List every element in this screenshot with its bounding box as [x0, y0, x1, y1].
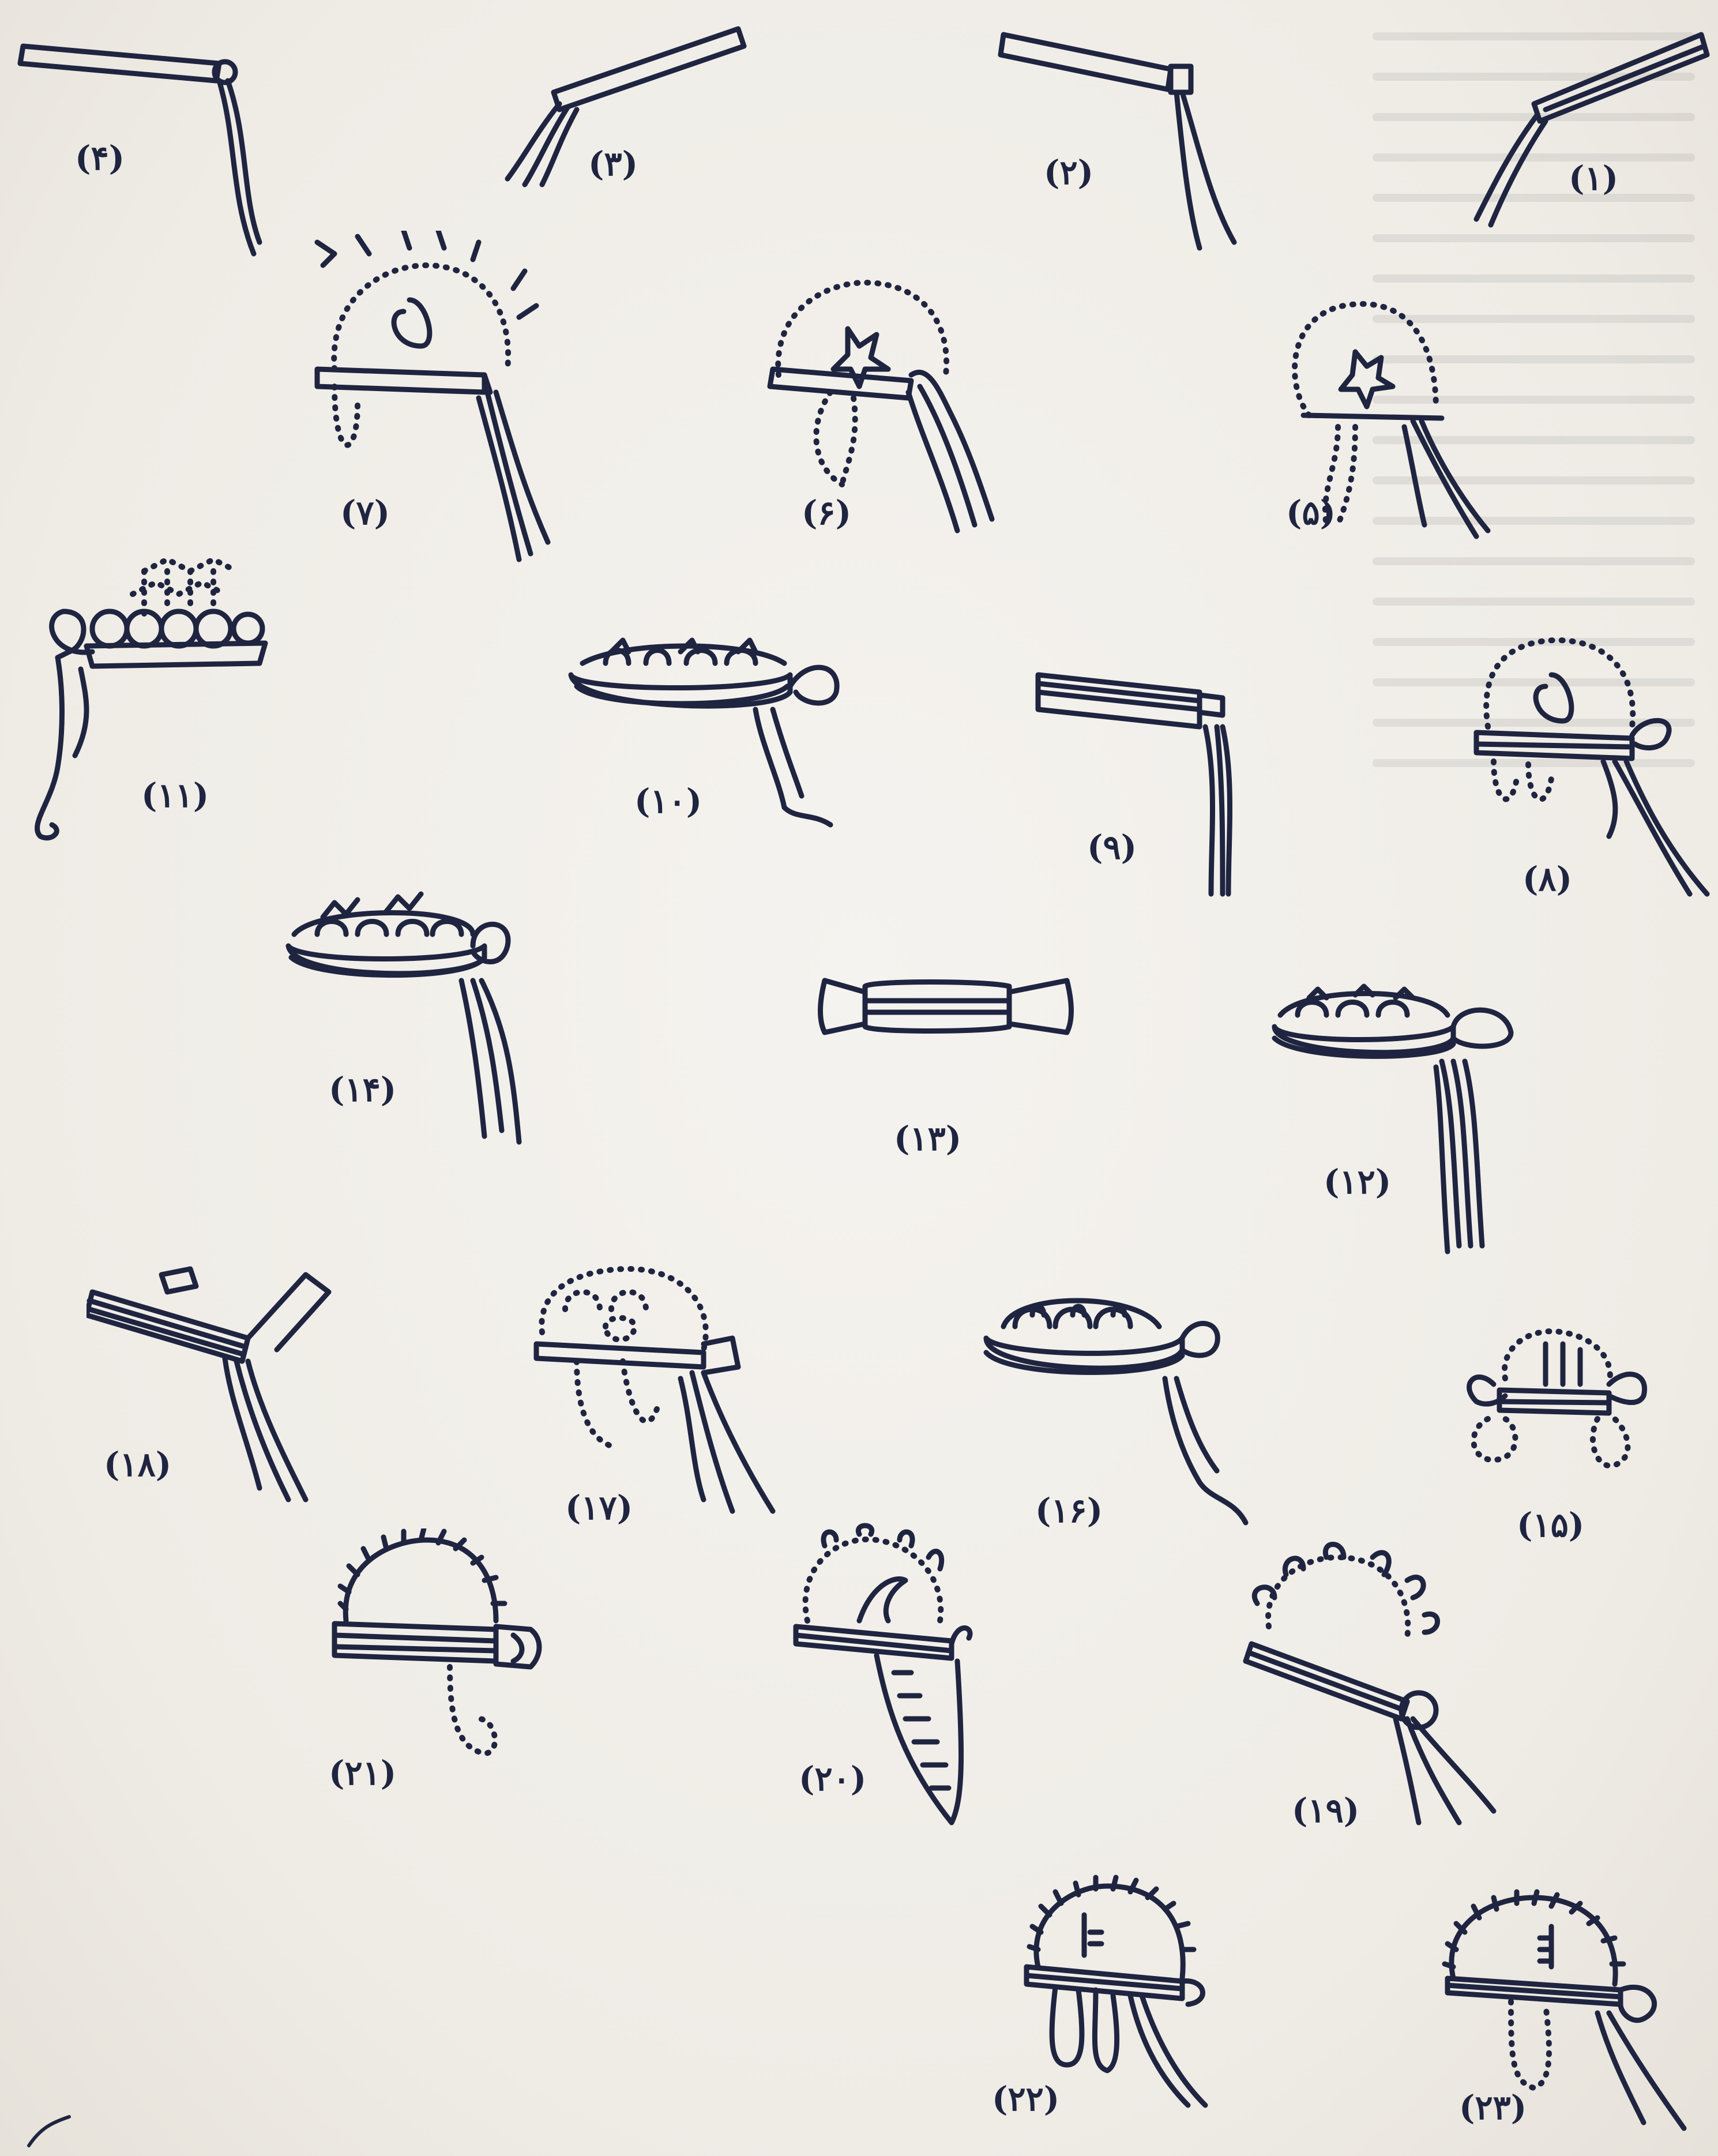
figure-21-label: ٢١: [329, 1753, 396, 1793]
figure-12-drawing: [1269, 981, 1528, 1257]
figure-15-drawing: [1453, 1321, 1696, 1534]
figure-9-label: ٩: [1087, 828, 1137, 867]
figure-7-label: ٧: [340, 493, 390, 532]
figure-23-label: ٢٣: [1459, 2088, 1527, 2127]
figure-10-label: ١٠: [634, 782, 702, 821]
figure-4-label: ۴: [75, 138, 125, 178]
figure-3-label: ٣: [588, 144, 638, 183]
figure-1-drawing: [1442, 23, 1713, 231]
figure-14-label: ١۴: [329, 1070, 396, 1109]
figure-4-drawing: [12, 23, 265, 265]
figure-7-drawing: [294, 231, 594, 565]
figure-11-label: ١١: [141, 776, 209, 815]
figure-8-drawing: [1471, 629, 1718, 917]
figure-2-drawing: [998, 23, 1240, 254]
figure-13-label: ١٣: [894, 1119, 961, 1158]
figure-16-label: ١۶: [1035, 1491, 1103, 1530]
figure-22-label: ٢٢: [992, 2079, 1059, 2119]
figure-17-label: ١٧: [565, 1488, 633, 1527]
figure-15-label: ١۵: [1517, 1505, 1584, 1545]
figure-18-label: ١٨: [104, 1445, 171, 1484]
figure-19-label: ١٩: [1292, 1791, 1359, 1830]
figure-5-label: ۵: [1286, 493, 1336, 532]
figure-19-drawing: [1240, 1534, 1505, 1834]
figure-1-label: ١: [1569, 159, 1618, 198]
figure-6-drawing: [761, 277, 1027, 542]
figure-2-label: ٢: [1044, 153, 1093, 192]
figure-10-drawing: [565, 629, 877, 848]
figure-8-label: ٨: [1522, 859, 1572, 899]
figure-16-drawing: [980, 1280, 1269, 1534]
figure-12-label: ١٢: [1324, 1162, 1391, 1201]
figure-20-label: ٢٠: [799, 1759, 866, 1798]
figure-6-label: ۶: [802, 493, 851, 532]
figure-14-drawing: [283, 888, 559, 1177]
pencil-mark: [17, 2105, 87, 2151]
figure-9-drawing: [1032, 663, 1263, 906]
figure-13-drawing: [813, 969, 1084, 1061]
figure-11-drawing: [29, 548, 277, 871]
